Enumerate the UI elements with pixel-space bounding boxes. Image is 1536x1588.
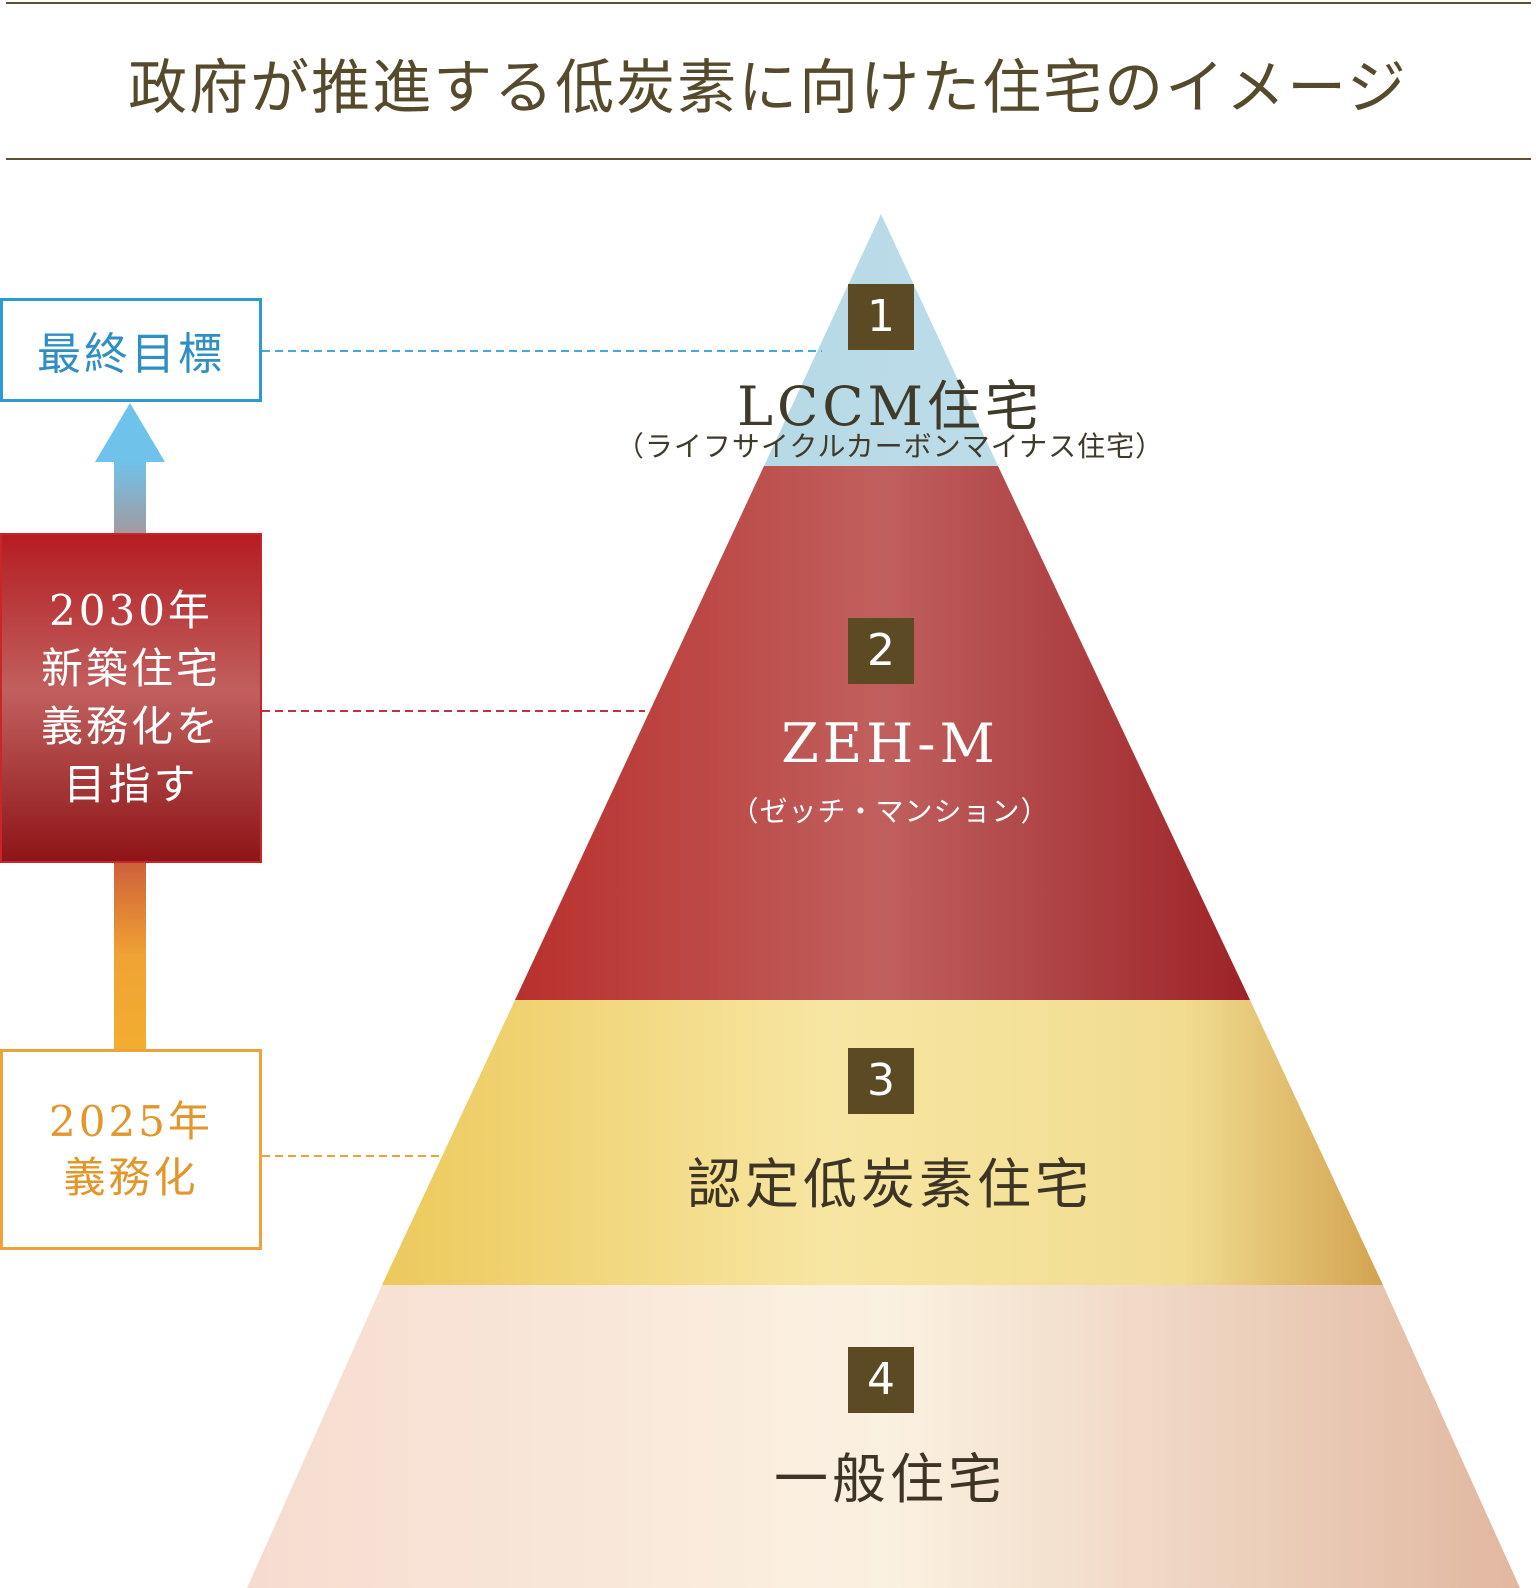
milestone-2025-box: 2025年 義務化 [0, 1049, 262, 1250]
progress-bar [114, 862, 146, 1051]
final-goal-label: 最終目標 [37, 329, 225, 380]
final-goal-box: 最終目標 [0, 298, 262, 402]
milestone-2030-line: 2030年 [49, 586, 213, 635]
up-arrow-shaft [114, 460, 146, 535]
title-bottom-rule [6, 158, 1531, 160]
tier-1-title: LCCM住宅 [737, 375, 1043, 438]
milestone-2025-line: 義務化 [63, 1152, 199, 1202]
milestone-2030-line: 新築住宅 [40, 644, 221, 693]
tier-4-title: 一般住宅 [774, 1448, 1006, 1511]
page-title: 政府が推進する低炭素に向けた住宅のイメージ [128, 53, 1408, 122]
tier-2-title: ZEH-M [781, 712, 999, 775]
tier-2-subtitle: （ゼッチ・マンション） [730, 795, 1050, 828]
milestone-2030-box: 2030年 新築住宅 義務化を 目指す [0, 533, 262, 863]
tier-3-shape [382, 1000, 1383, 1285]
tier-3-title: 認定低炭素住宅 [687, 1153, 1093, 1216]
tier-2-number-badge: 2 [848, 618, 914, 684]
tier-3-number-badge: 3 [848, 1048, 914, 1114]
tier-4-shape [247, 1285, 1520, 1588]
milestone-2030-line: 義務化を [40, 702, 221, 751]
tier-2-shape [515, 466, 1250, 1000]
tier-4-number-badge: 4 [848, 1347, 914, 1413]
title-area: 政府が推進する低炭素に向けた住宅のイメージ [0, 0, 1536, 162]
title-top-rule [6, 2, 1531, 4]
tier-1-number-badge: 1 [848, 284, 914, 350]
tier-1-subtitle: （ライフサイクルカーボンマイナス住宅） [615, 430, 1165, 463]
milestone-2025-line: 2025年 [49, 1096, 213, 1146]
milestone-2030-line: 目指す [63, 760, 199, 809]
up-arrow-head [95, 403, 165, 462]
